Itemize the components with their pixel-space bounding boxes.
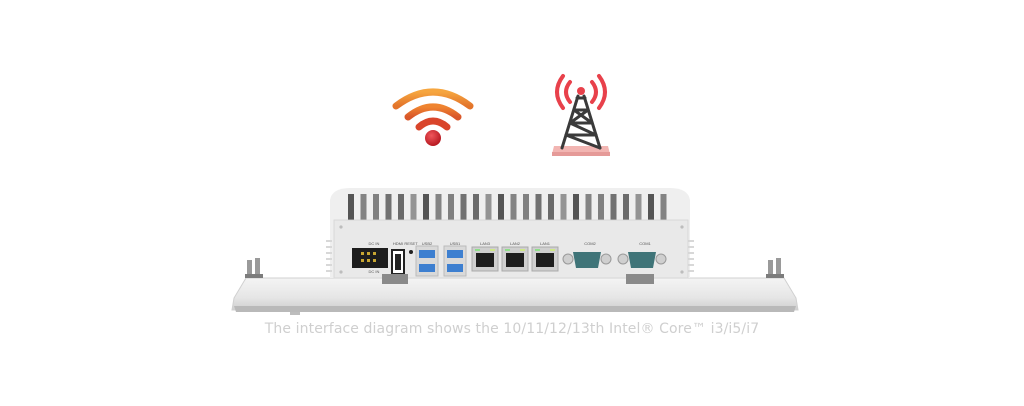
heatsink-fin [360, 194, 367, 220]
heatsink-fin [398, 194, 404, 220]
industrial-panel-pc [231, 188, 799, 315]
heatsink-fin [598, 194, 604, 220]
label-usb2: USB2 [421, 241, 433, 246]
heatsink-fin [610, 194, 617, 220]
heatsink-fin [385, 194, 392, 220]
label-dc-in: DC IN [368, 241, 380, 246]
port-lan3 [471, 246, 499, 272]
heatsink-fin [410, 194, 417, 220]
heatsink-fin [448, 194, 454, 220]
heatsink-fin [373, 194, 379, 220]
label-reset: RESET [404, 241, 418, 246]
hdmi-lock-bracket [382, 274, 408, 284]
cell-tower-icon [552, 74, 610, 156]
heatsink-fin [548, 194, 554, 220]
heatsink-fin [485, 194, 492, 220]
port-dc-in [352, 248, 388, 268]
heatsink-fin [635, 194, 642, 220]
caption: The interface diagram shows the 10/11/12… [264, 321, 760, 337]
port-usb1 [443, 245, 467, 277]
heatsink-fin [348, 194, 354, 220]
port-usb2 [415, 245, 439, 277]
label-com1: COM1 [639, 241, 651, 246]
label-com2: COM2 [584, 241, 596, 246]
port-hdmi [391, 249, 405, 275]
label-lan1: LAN1 [539, 241, 550, 246]
heatsink-fin [573, 194, 579, 220]
front-bezel [231, 277, 799, 315]
label-usb1: USB1 [449, 241, 461, 246]
heatsink-fin [523, 194, 529, 220]
heatsink-fin [435, 194, 442, 220]
heatsink-fin [510, 194, 517, 220]
heatsink-fin [423, 194, 429, 220]
heatsink-fin [498, 194, 504, 220]
mounting-screws-left [245, 258, 263, 278]
port-com1 [617, 252, 667, 268]
label-dc-in-sub: DC IN [368, 269, 380, 274]
port-lan2 [501, 246, 529, 272]
heatsink-fin [660, 194, 667, 220]
heatsink-fin [535, 194, 542, 220]
label-lan2: LAN2 [509, 241, 520, 246]
heatsink-fin [460, 194, 467, 220]
label-lan3: LAN3 [479, 241, 490, 246]
reset-button [409, 250, 413, 254]
heatsink-fin [473, 194, 479, 220]
label-hdmi: HDMI [392, 241, 404, 246]
com-lock-bracket [626, 274, 654, 284]
heatsink-fin [560, 194, 567, 220]
heatsink-fin [648, 194, 654, 220]
mounting-screws-right [766, 258, 784, 278]
heatsink-fins [348, 194, 667, 220]
port-com2 [562, 252, 612, 268]
port-lan1 [531, 246, 559, 272]
heatsink-fin [623, 194, 629, 220]
heatsink-fin [585, 194, 592, 220]
wifi-icon [392, 88, 474, 146]
